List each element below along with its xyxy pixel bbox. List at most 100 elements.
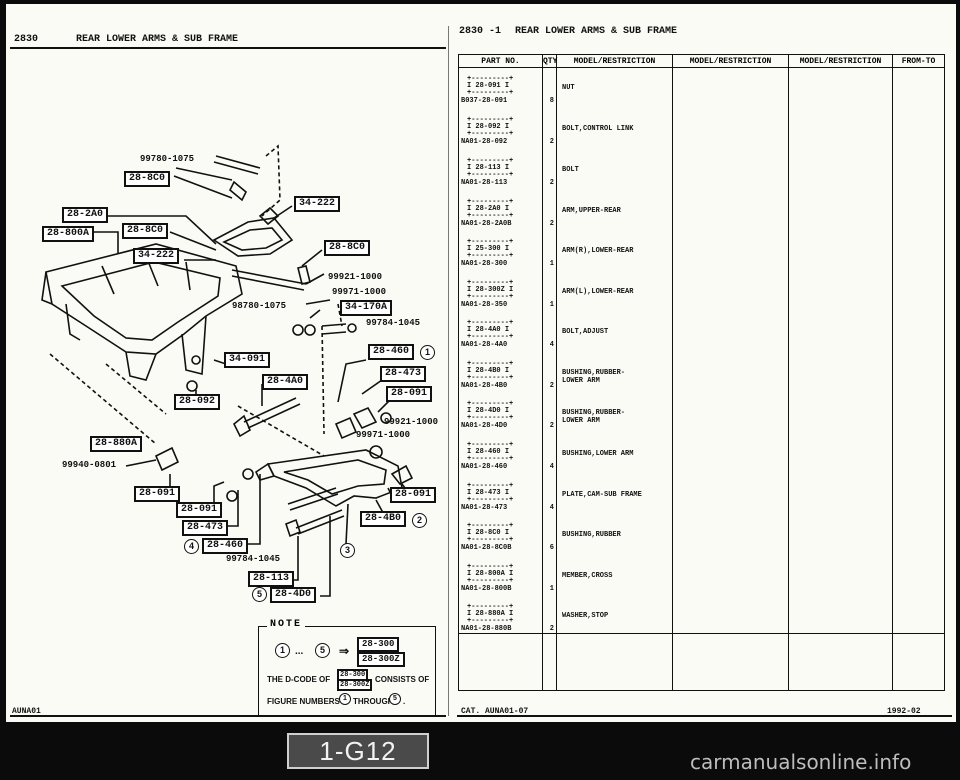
part-number: NA01-28-473 [461,504,508,512]
part-code: 28-473 [475,489,501,497]
note-through: THROUGH [353,697,394,706]
figure-number-2: 2 [412,513,427,528]
header-model-restriction-2: MODEL/RESTRICTION [672,54,789,68]
note-figure-start: 1 [339,693,351,705]
part-code: 28-113 [475,164,501,172]
watermark: carmanualsonline.info [690,750,912,774]
part-description: NUT [562,84,575,92]
part-description: WASHER,STOP [562,612,609,620]
figure-number-3: 3 [340,543,355,558]
note-period: . [403,697,406,706]
part-number: NA01-28-880B [461,625,512,633]
part-qty: 1 [549,260,554,268]
part-qty: 2 [549,179,554,187]
callout-34-222: 34-222 [294,196,341,212]
header-from-to: FROM-TO [892,54,945,68]
callout-28-4a0: 28-4A0 [262,374,309,390]
catalog-date: 1992-02 [887,707,921,716]
callout-28-460: 28-460 [368,344,415,360]
part-code: 28-460 [475,448,501,456]
part-description: BUSHING,LOWER ARM [562,450,634,458]
callout-28-473: 28-473 [380,366,427,382]
table-blank-row [458,633,945,691]
callout-28-473: 28-473 [182,520,229,536]
figure-number-1: 1 [420,345,435,360]
header-qty: QTY [542,54,558,68]
part-qty: 4 [549,504,554,512]
callout-28-2a0: 28-2A0 [62,207,109,223]
part-description: BOLT,CONTROL LINK [562,125,634,133]
part-code: 28-2A0 [475,205,501,213]
part-qty: 4 [549,463,554,471]
table-row: +---------+I 28-4D0 I+---------+NA01-28-… [459,401,542,431]
note-arrow: ⇒ [339,644,350,658]
part-description: ARM(R),LOWER-REAR [562,247,634,255]
part-number: NA01-28-092 [461,138,508,146]
description-column: NUT BOLT,CONTROL LINK BOLT ARM,UPPER-REA… [556,67,673,634]
part-qty: 2 [549,422,554,430]
callout-28-800a: 28-800A [42,226,95,242]
part-qty: 2 [549,382,554,390]
table-row: +---------+I 28-300Z I+---------+NA01-28… [459,280,542,310]
note-figure-end: 5 [389,693,401,705]
callout-28-4d0: 28-4D0 [270,587,317,603]
header-model-restriction-1: MODEL/RESTRICTION [556,54,673,68]
qty-column: 8 2 2 2 1 1 4 2 2 4 4 6 1 2 [542,67,557,634]
callout-34-091: 34-091 [224,352,271,368]
callout-28-460: 28-460 [202,538,249,554]
callout-28-113: 28-113 [248,571,295,587]
part-no-column: +---------+I 28-091 I+---------+B037-28-… [458,67,543,634]
table-row: +---------+I 28-460 I+---------+NA01-28-… [459,442,542,472]
part-code: 28-300Z [475,286,505,294]
note-range-start: 1 [275,643,290,658]
header-model-restriction-3: MODEL/RESTRICTION [788,54,893,68]
part-description: BUSHING,RUBBER-LOWER ARM [562,409,626,425]
note-code-300z: 28-300Z [357,652,405,667]
table-row: +---------+I 28-2A0 I+---------+NA01-28-… [459,199,542,229]
part-code: 28-880A [475,610,505,618]
right-page-title: REAR LOWER ARMS & SUB FRAME [515,26,678,37]
note-code-300z-small: 28-300Z [337,679,373,691]
left-page-code: 2830 [14,34,39,45]
hardware-label: 99921-1000 [384,417,439,427]
note-line-3-start: FIGURE NUMBERS [267,697,340,706]
table-row: +---------+I 28-800A I+---------+NA01-28… [459,564,542,594]
part-description: ARM,UPPER-REAR [562,207,621,215]
part-number: NA01-28-4A0 [461,341,508,349]
callout-28-8c0: 28-8C0 [122,223,169,239]
callout-28-091: 28-091 [176,502,223,518]
callout-28-8c0: 28-8C0 [124,171,171,187]
parts-table: PART NO. QTY MODEL/RESTRICTION MODEL/RES… [458,54,945,691]
catalog-sheet: 2830 REAR LOWER ARMS & SUB FRAME [6,4,956,722]
callout-28-8c0: 28-8C0 [324,240,371,256]
part-description: BUSHING,RUBBER-LOWER ARM [562,369,626,385]
part-number: NA01-28-4B0 [461,382,508,390]
hardware-label: 98780-1075 [232,301,287,311]
table-row: +---------+I 28-473 I+---------+NA01-28-… [459,483,542,513]
catalog-number: CAT. AUNA01-07 [461,707,529,716]
figure-number-4: 4 [184,539,199,554]
part-number: NA01-28-4D0 [461,422,508,430]
callout-34-170a: 34-170A [340,300,393,316]
table-row: +---------+I 28-091 I+---------+B037-28-… [459,76,542,106]
left-page-title: REAR LOWER ARMS & SUB FRAME [76,34,239,45]
model-restriction-column-3 [788,67,893,634]
hardware-label: 99971-1000 [356,430,411,440]
part-description: BOLT [562,166,579,174]
table-row: +---------+I 28-8C0 I+---------+NA01-28-… [459,523,542,553]
hardware-label: 99921-1000 [328,272,383,282]
part-code: 28-091 [475,82,501,90]
part-number: NA01-28-2A0B [461,220,512,228]
table-row: +---------+I 28-4A0 I+---------+NA01-28-… [459,320,542,350]
part-number: B037-28-091 [461,97,508,105]
header-rule [10,47,446,49]
hardware-label: 99780-1075 [140,154,195,164]
part-number: NA01-28-350 [461,301,508,309]
page-separator [448,26,449,716]
page-number: 1-G12 [287,733,429,769]
part-qty: 2 [549,138,554,146]
part-number: NA01-28-800B [461,585,512,593]
right-page-code: 2830 -1 [459,26,502,37]
hardware-label: 99971-1000 [332,287,387,297]
left-footer-code: AUNA01 [12,707,41,716]
